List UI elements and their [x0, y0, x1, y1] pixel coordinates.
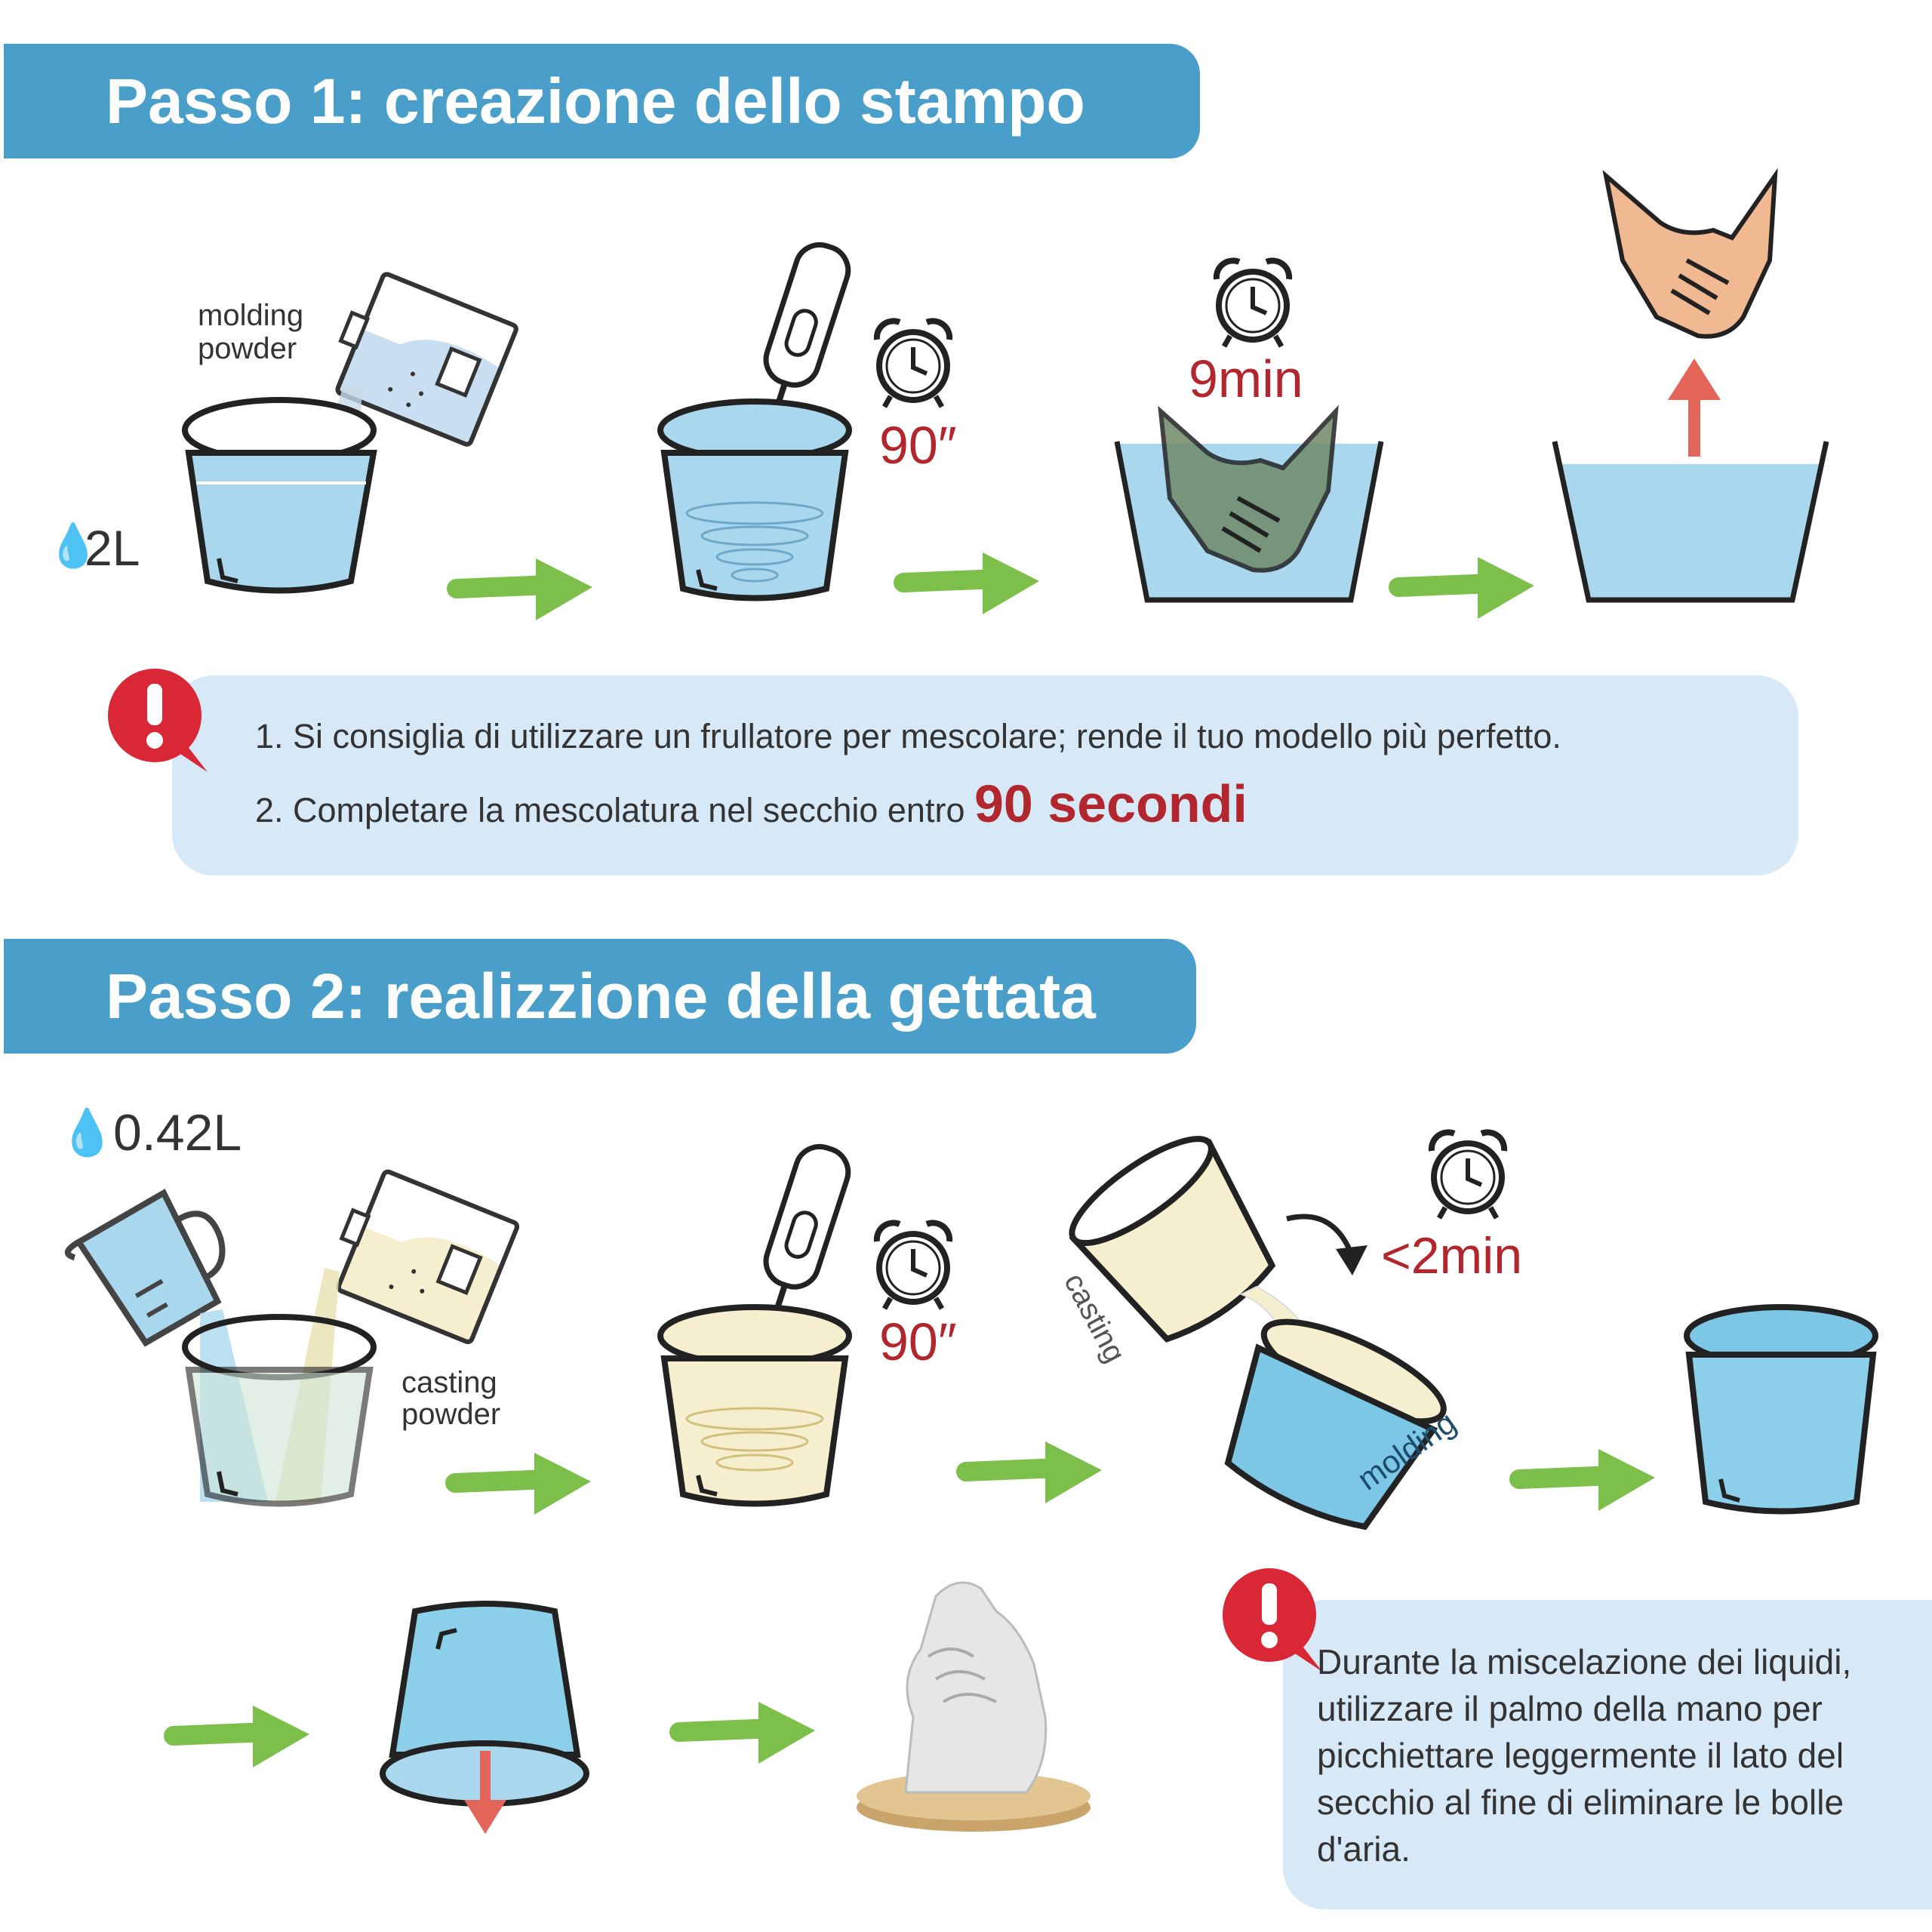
step1-water-amount: 2L	[85, 520, 140, 576]
step2-filled-bucket-illustration	[1684, 1304, 1878, 1515]
step1-bucket-pour-illustration	[182, 272, 518, 594]
step1-tips-box	[172, 675, 1798, 875]
arrow-right-icon	[447, 558, 592, 620]
step1-tip-2-text: 2. Completare la mescolatura nel secchio…	[255, 791, 974, 829]
step1-hands-lifted-illustration	[1602, 168, 1778, 339]
alarm-clock-icon	[1213, 257, 1293, 348]
alarm-clock-icon	[1428, 1129, 1508, 1220]
step2-tip-line-2: utilizzare il palmo della mano per	[1317, 1689, 1823, 1728]
final-hand-sculpture-illustration	[857, 1581, 1091, 1832]
alarm-clock-icon	[873, 318, 953, 408]
step2-mix-time: 90″	[879, 1312, 957, 1371]
step2-tip-line-5: d'aria.	[1317, 1829, 1411, 1869]
step2-powder-label-2: powder	[401, 1398, 501, 1431]
arrow-right-icon	[164, 1706, 309, 1767]
step1-tip-2: 2. Completare la mescolatura nel secchio…	[255, 774, 1247, 834]
alarm-clock-icon	[873, 1220, 953, 1310]
step2-tip-line-1: Durante la miscelazione dei liquidi,	[1317, 1642, 1852, 1681]
step1-powder-label-2: powder	[198, 332, 297, 365]
arrow-right-icon	[956, 1441, 1102, 1503]
step1-tip-1: 1. Si consiglia di utilizzare un frullat…	[255, 717, 1561, 755]
water-drop-icon: 💧	[59, 1107, 115, 1158]
step2-title: Passo 2: realizzione della gettata	[106, 961, 1096, 1032]
step2-powder-label-1: casting	[401, 1366, 497, 1399]
step1-title: Passo 1: creazione dello stampo	[106, 66, 1085, 137]
step1-blender-illustration	[657, 242, 852, 601]
step1-hands-in-basin-illustration	[1114, 405, 1384, 603]
step2-banner: Passo 2: realizzione della gettata	[4, 939, 1196, 1054]
step1-mix-time: 90″	[879, 416, 957, 475]
arrow-right-icon	[669, 1702, 815, 1764]
warning-icon	[1223, 1568, 1322, 1672]
arrow-right-icon	[445, 1453, 591, 1515]
step2-tip-box	[1283, 1600, 1932, 1909]
step2-pour-time: <2min	[1381, 1227, 1523, 1284]
step2-tip-line-4: secchio al fine di eliminare le bolle	[1317, 1783, 1844, 1822]
arrow-right-icon	[1509, 1449, 1655, 1511]
arrow-right-icon	[1389, 557, 1534, 619]
step1-tip-2-emphasis: 90 secondi	[974, 774, 1247, 833]
step1-banner: Passo 1: creazione dello stampo	[4, 44, 1200, 158]
water-drop-icon: 💧	[47, 521, 100, 569]
step1-hold-time: 9min	[1189, 349, 1303, 408]
step2-tip-line-3: picchiettare leggermente il lato del	[1317, 1736, 1844, 1775]
step2-blender-illustration	[657, 1143, 852, 1507]
step2-bucket-pour-illustration	[65, 1169, 519, 1507]
step2-water-amount: 0.42L	[113, 1104, 242, 1161]
arrow-right-icon	[894, 552, 1039, 614]
step2-pour-into-mold-illustration	[1069, 1136, 1447, 1531]
step1-empty-mold-basin	[1552, 441, 1829, 603]
step2-inverted-bucket-illustration	[380, 1601, 589, 1834]
arrow-up-icon	[1668, 358, 1721, 457]
step1-powder-label-1: molding	[198, 299, 304, 332]
warning-icon	[108, 669, 208, 772]
